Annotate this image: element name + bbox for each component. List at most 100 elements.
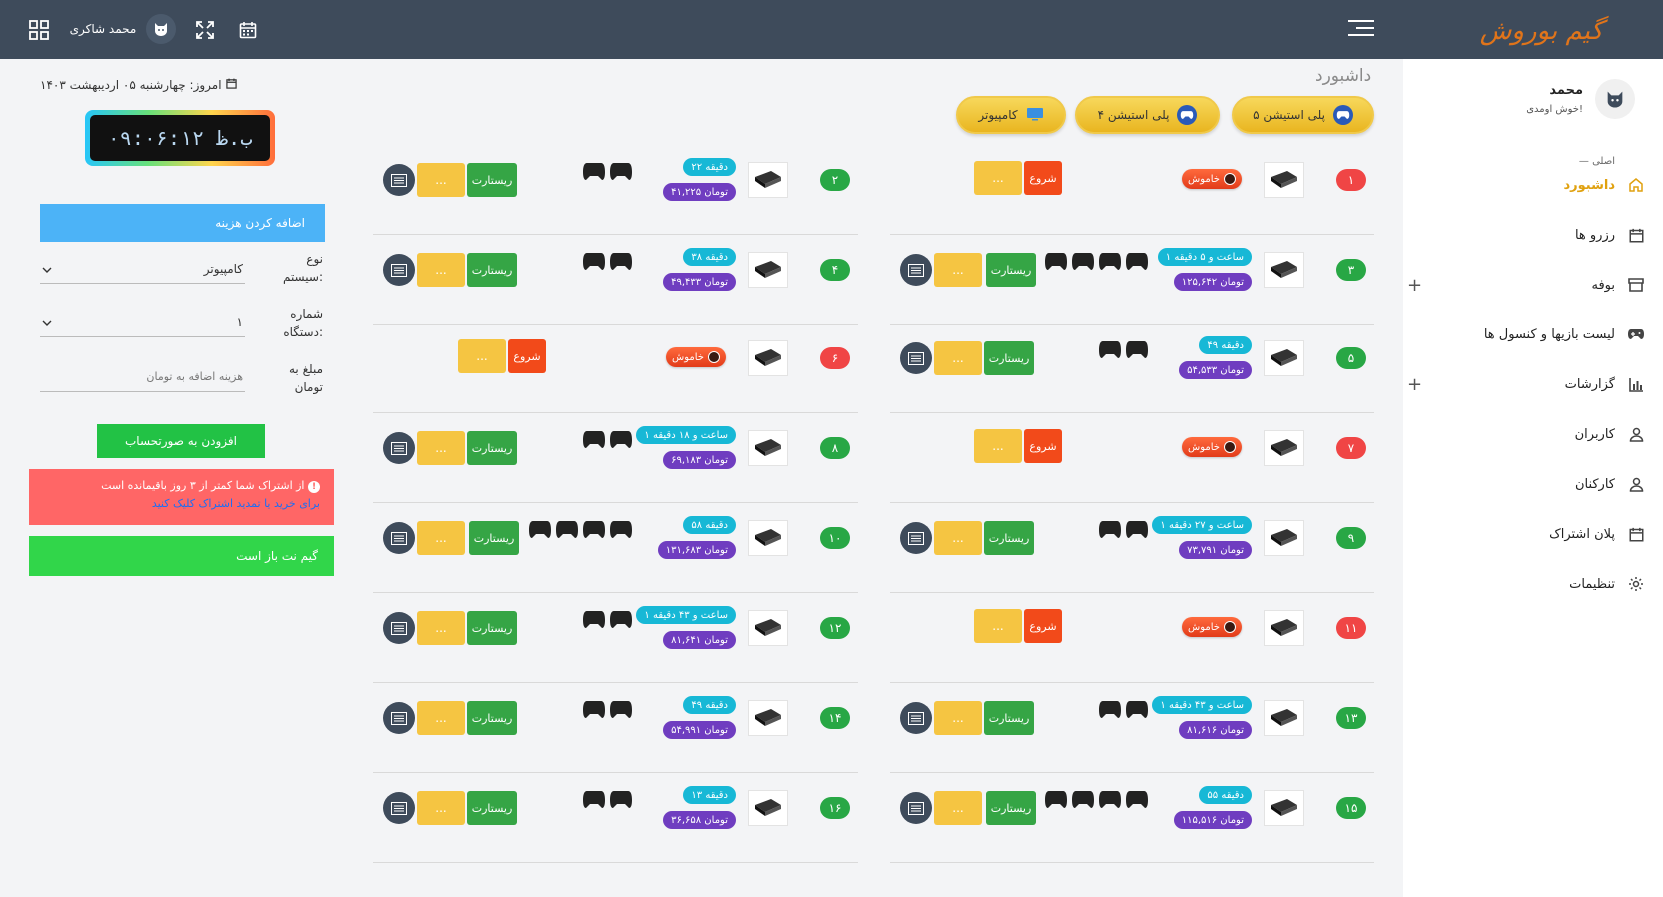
restart-button[interactable]: ریستارت [467, 701, 517, 735]
invoice-icon[interactable] [383, 702, 415, 734]
amount-input[interactable]: هزینه اضافه به تومان [40, 362, 245, 392]
sidebar-item-3[interactable]: لیست بازیها و کنسول ها [1407, 319, 1647, 349]
session-price: ۸۱,۶۱۶ تومان [1179, 721, 1252, 739]
device-row: ۱۵ ۵۵ دقیقه ۱۱۵,۵۱۶ تومان ریستارت ... [890, 773, 1374, 863]
expand-plus-icon[interactable]: + [1407, 373, 1423, 395]
home-icon [1625, 174, 1647, 196]
more-button[interactable]: ... [934, 253, 982, 287]
device-number: ۸ [820, 437, 850, 459]
chevron-down-icon [42, 262, 52, 276]
apps-grid-icon[interactable] [27, 18, 51, 42]
invoice-icon[interactable] [383, 792, 415, 824]
controllers [582, 609, 633, 633]
sidebar-item-5[interactable]: کاربران [1407, 419, 1647, 449]
more-button[interactable]: ... [974, 161, 1022, 195]
more-button[interactable]: ... [417, 253, 465, 287]
sidebar-item-8[interactable]: تنظیمات [1407, 569, 1647, 599]
session-price: ۴۱,۲۲۵ تومان [663, 183, 736, 201]
start-button[interactable]: شروع [1024, 429, 1062, 463]
restart-button[interactable]: ریستارت [984, 701, 1034, 735]
more-button[interactable]: ... [458, 339, 506, 373]
device-row: ۱۲ ۱ ساعت و ۴۳ دقیقه ۸۱,۶۴۱ تومان ریستار… [373, 593, 858, 683]
restart-button[interactable]: ریستارت [467, 611, 517, 645]
invoice-icon[interactable] [383, 432, 415, 464]
sidebar-item-0[interactable]: داشبورد [1407, 170, 1647, 200]
expand-plus-icon[interactable]: + [1407, 274, 1423, 296]
session-time: ۴۹ دقیقه [1199, 336, 1252, 354]
more-button[interactable]: ... [417, 431, 465, 465]
controllers [582, 161, 633, 185]
topbar-user[interactable]: محمد شاکری [68, 12, 178, 46]
invoice-icon[interactable] [383, 522, 415, 554]
sidebar-item-4[interactable]: گزارشات + [1407, 369, 1647, 399]
gamepad-icon [1098, 519, 1122, 543]
invoice-icon[interactable] [383, 254, 415, 286]
add-to-invoice-button[interactable]: افزودن به صورتحساب [97, 424, 265, 458]
gamepad-icon [1177, 105, 1198, 125]
device-row: ۱۶ ۱۳ دقیقه ۳۶,۶۵۸ تومان ریستارت ... [373, 773, 858, 863]
sidebar-item-label: داشبورد [1563, 177, 1615, 193]
session-price: ۵۴,۹۹۱ تومان [663, 721, 736, 739]
gamepad-icon [609, 699, 633, 723]
restart-button[interactable]: ریستارت [467, 163, 517, 197]
more-button[interactable]: ... [417, 521, 465, 555]
brand-logo[interactable]: گیم بوروش [1463, 10, 1623, 52]
restart-button[interactable]: ریستارت [467, 791, 517, 825]
start-button[interactable]: شروع [1024, 609, 1062, 643]
device-number-select[interactable]: ۱ [40, 307, 245, 337]
tab-system-0[interactable]: پلی استیشن ۵ [1232, 96, 1374, 134]
session-price: ۸۱,۶۴۱ تومان [663, 631, 736, 649]
restart-button[interactable]: ریستارت [986, 253, 1036, 287]
profile-greeting: خوش اومدی! [1526, 104, 1583, 115]
more-button[interactable]: ... [934, 521, 982, 555]
sidebar-item-6[interactable]: کارکنان [1407, 469, 1647, 499]
more-button[interactable]: ... [417, 791, 465, 825]
gamepad-icon [1071, 251, 1095, 275]
gamepad-icon [582, 519, 606, 543]
console-image [1264, 162, 1304, 198]
invoice-icon[interactable] [900, 792, 932, 824]
console-image [1264, 790, 1304, 826]
start-button[interactable]: شروع [1024, 161, 1062, 195]
system-type-select[interactable]: کامپیوتر [40, 254, 245, 284]
fullscreen-icon[interactable] [193, 18, 217, 42]
device-row: ۷ خاموش شروع ... [890, 413, 1374, 503]
restart-button[interactable]: ریستارت [984, 521, 1034, 555]
session-price: ۳۶,۶۵۸ تومان [663, 811, 736, 829]
more-button[interactable]: ... [934, 341, 982, 375]
sidebar-item-1[interactable]: رزرو ها [1407, 220, 1647, 250]
more-button[interactable]: ... [417, 163, 465, 197]
invoice-icon[interactable] [900, 254, 932, 286]
menu-toggle-icon[interactable] [1348, 20, 1374, 40]
restart-button[interactable]: ریستارت [984, 341, 1034, 375]
invoice-icon[interactable] [383, 164, 415, 196]
invoice-icon[interactable] [900, 702, 932, 734]
profile-name: محمد [1549, 83, 1583, 98]
gamepad-icon [582, 699, 606, 723]
more-button[interactable]: ... [934, 791, 982, 825]
sidebar-item-7[interactable]: پلان اشتراک [1407, 519, 1647, 549]
restart-button[interactable]: ریستارت [986, 791, 1036, 825]
tab-system-2[interactable]: کامپیوتر [956, 96, 1066, 134]
invoice-icon[interactable] [900, 342, 932, 374]
more-button[interactable]: ... [974, 609, 1022, 643]
session-time: ۱ ساعت و ۴۳ دقیقه [1152, 696, 1252, 714]
more-button[interactable]: ... [974, 429, 1022, 463]
sidebar-item-2[interactable]: بوفه + [1407, 270, 1647, 300]
more-button[interactable]: ... [417, 611, 465, 645]
gamepad-icon [1332, 105, 1353, 125]
more-button[interactable]: ... [417, 701, 465, 735]
renew-subscription-link[interactable]: برای خرید یا تمدید اشتراک کلیک کنید [151, 497, 320, 510]
restart-button[interactable]: ریستارت [469, 521, 519, 555]
device-row: ۱۴ ۴۹ دقیقه ۵۴,۹۹۱ تومان ریستارت ... [373, 683, 858, 773]
invoice-icon[interactable] [900, 522, 932, 554]
invoice-icon[interactable] [383, 612, 415, 644]
calendar-icon[interactable] [236, 18, 260, 42]
restart-button[interactable]: ریستارت [467, 253, 517, 287]
power-icon [1223, 621, 1236, 633]
power-icon [1223, 441, 1236, 453]
start-button[interactable]: شروع [508, 339, 546, 373]
restart-button[interactable]: ریستارت [467, 431, 517, 465]
tab-system-1[interactable]: پلی استیشن ۴ [1075, 96, 1220, 134]
more-button[interactable]: ... [934, 701, 982, 735]
